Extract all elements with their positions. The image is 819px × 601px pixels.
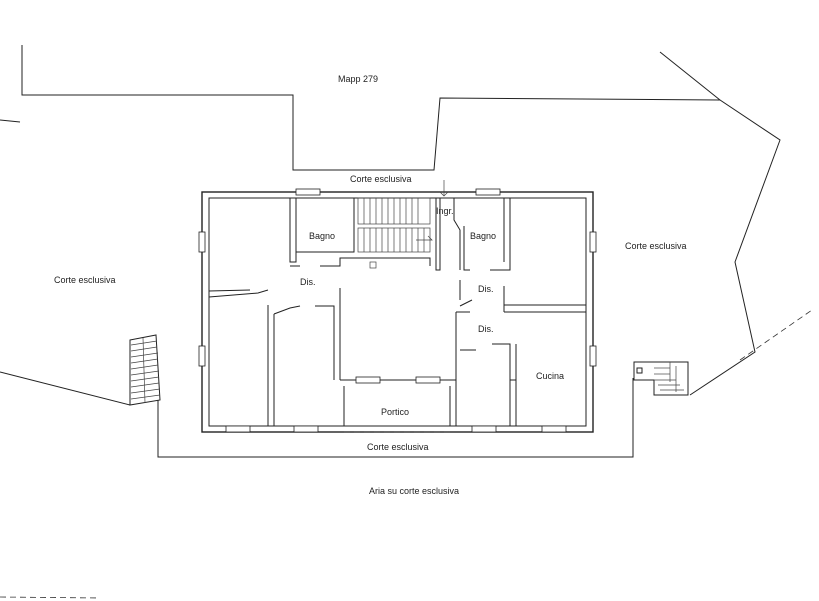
label-bagno-left: Bagno [309, 231, 335, 241]
label-ingr: Ingr. [436, 206, 454, 216]
label-corte-top: Corte esclusiva [350, 174, 412, 184]
interior-walls [208, 180, 586, 433]
label-portico: Portico [381, 407, 409, 417]
label-dis-right-lower: Dis. [478, 324, 494, 334]
label-dis-right-upper: Dis. [478, 284, 494, 294]
label-dis-left: Dis. [300, 277, 316, 287]
left-exterior-stair [129, 334, 161, 406]
windows [198, 188, 597, 433]
property-boundary [0, 45, 813, 599]
label-corte-right: Corte esclusiva [625, 241, 687, 251]
label-bagno-right: Bagno [470, 231, 496, 241]
label-corte-left: Corte esclusiva [54, 275, 116, 285]
label-aria: Aria su corte esclusiva [369, 486, 459, 496]
right-exterior-stair [633, 361, 689, 396]
label-cucina: Cucina [536, 371, 564, 381]
courtyard-outline [157, 378, 634, 458]
label-corte-bottom: Corte esclusiva [367, 442, 429, 452]
label-mapp: Mapp 279 [338, 74, 378, 84]
